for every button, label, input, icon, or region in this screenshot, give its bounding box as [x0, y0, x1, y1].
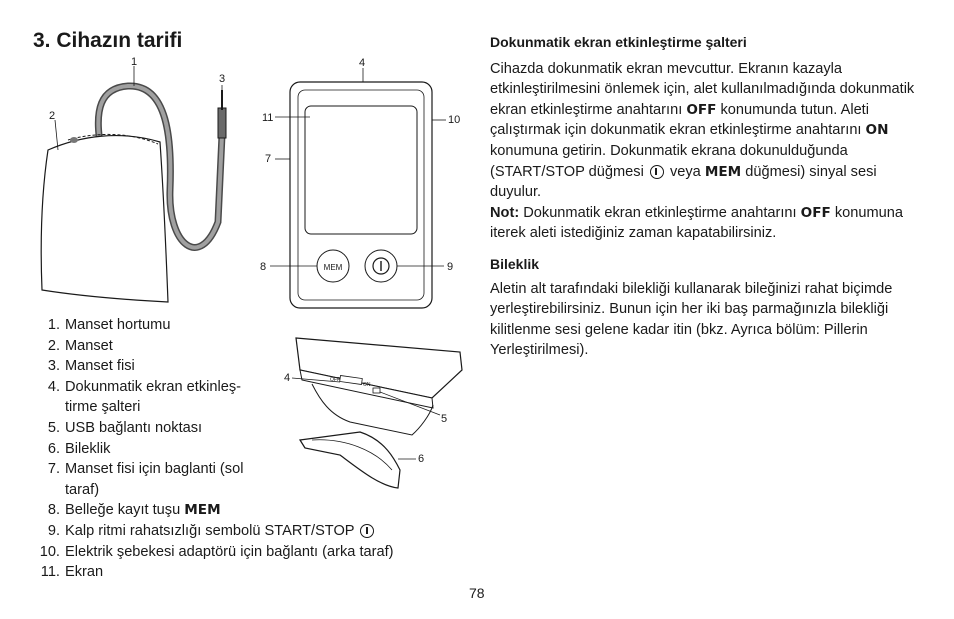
description-column: Dokunmatik ekran etkinleştirme şalteri C…	[490, 32, 922, 361]
list-item: 5.USB bağlantı noktası	[47, 419, 203, 436]
label-7: 7	[265, 153, 271, 165]
usb-port	[372, 387, 381, 394]
wrist-support	[298, 431, 401, 489]
power-icon	[360, 523, 375, 538]
label-4-bottom: 4	[284, 372, 290, 384]
mem-keyword: MEM	[184, 502, 221, 519]
touch-switch-paragraph: Cihazda dokunmatik ekran mevcuttur. Ekra…	[490, 60, 915, 201]
off-keyword: OFF	[800, 204, 831, 221]
monitor-bottom	[295, 337, 463, 399]
label-8: 8	[260, 261, 266, 273]
list-item: 9.Kalp ritmi rahatsızlığı sembolü START/…	[34, 521, 394, 542]
cuff	[40, 134, 169, 303]
mem-button-label: MEM	[324, 263, 343, 272]
off-keyword: OFF	[686, 101, 717, 118]
label-4: 4	[359, 57, 365, 69]
wrist-support-paragraph: Aletin alt tarafındaki bilekliği kullana…	[490, 280, 893, 359]
list-item: 2.Manset	[47, 337, 113, 354]
mem-keyword: MEM	[704, 163, 742, 180]
list-item: 1.Manset hortumu	[47, 317, 171, 333]
list-item: 6.Bileklik	[47, 440, 111, 457]
on-keyword: ON	[865, 122, 889, 139]
label-2: 2	[49, 110, 55, 122]
label-1: 1	[131, 56, 137, 68]
list-item: 3.Manset fisi	[47, 358, 135, 375]
page-title: 3. Cihazın tarifi	[33, 29, 183, 52]
page-number: 78	[469, 585, 485, 601]
label-5: 5	[441, 413, 447, 425]
cuff-plug	[217, 107, 227, 139]
section-heading-touch-switch: Dokunmatik ekran etkinleştirme şalteri	[490, 34, 747, 50]
list-item: 8.Belleğe kayıt tuşu MEM	[47, 502, 221, 519]
label-6: 6	[418, 453, 424, 465]
note-paragraph: Not: Dokunmatik ekran etkinleştirme anah…	[490, 204, 904, 242]
label-3: 3	[219, 73, 225, 85]
section-heading-wrist-support: Bileklik	[490, 255, 540, 272]
label-9: 9	[447, 261, 453, 273]
list-item: 4.Dokunmatik ekran etkinleş- tirme şalte…	[47, 378, 242, 416]
label-11: 11	[262, 112, 273, 124]
switch-on-label: ON	[363, 382, 371, 388]
parts-list: 1.Manset hortumu 2.Manset 3.Manset fisi …	[34, 315, 394, 583]
list-item: 11.Ekran	[40, 564, 104, 581]
list-item: 7.Manset fisi için baglanti (sol taraf)	[47, 461, 244, 498]
power-icon	[649, 164, 664, 179]
label-10: 10	[448, 114, 460, 126]
list-item: 10.Elektrik şebekesi adaptörü için bağla…	[39, 543, 394, 560]
screen	[304, 105, 418, 235]
switch-off-label: OFF	[330, 377, 340, 383]
